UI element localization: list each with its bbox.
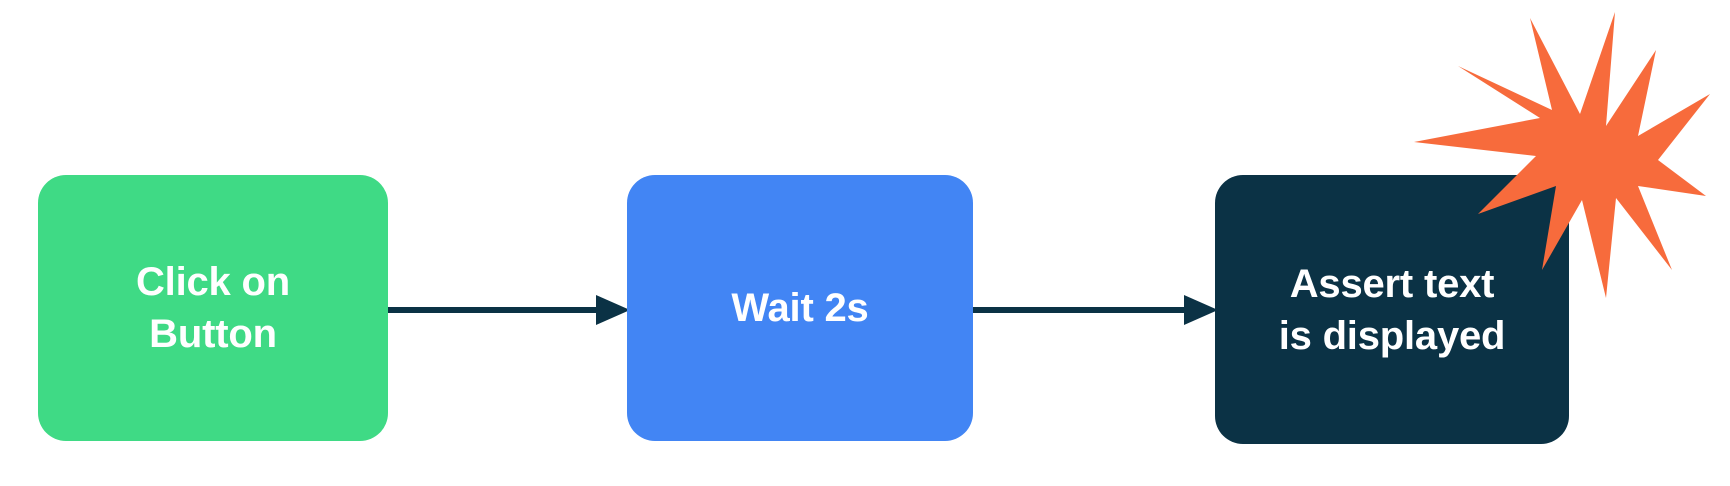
arrow-head-icon (596, 295, 630, 325)
node-wait-2s-label: Wait 2s (731, 286, 869, 330)
node-wait-2s[interactable]: Wait 2s (627, 175, 973, 441)
arrow-wait-to-assert (972, 295, 1218, 325)
node-assert-text-is-displayed[interactable]: Assert text is displayed (1215, 175, 1569, 444)
node-assert-text-is-displayed-label: Assert text is displayed (1278, 261, 1506, 358)
node-click-on-button[interactable]: Click on Button (38, 175, 388, 441)
node-click-on-button-label: Click on Button (136, 260, 290, 356)
starburst-shape (1414, 12, 1710, 298)
arrow-head-icon (1184, 295, 1218, 325)
arrow-click-to-wait (386, 295, 630, 325)
starburst-icon (1414, 12, 1710, 298)
